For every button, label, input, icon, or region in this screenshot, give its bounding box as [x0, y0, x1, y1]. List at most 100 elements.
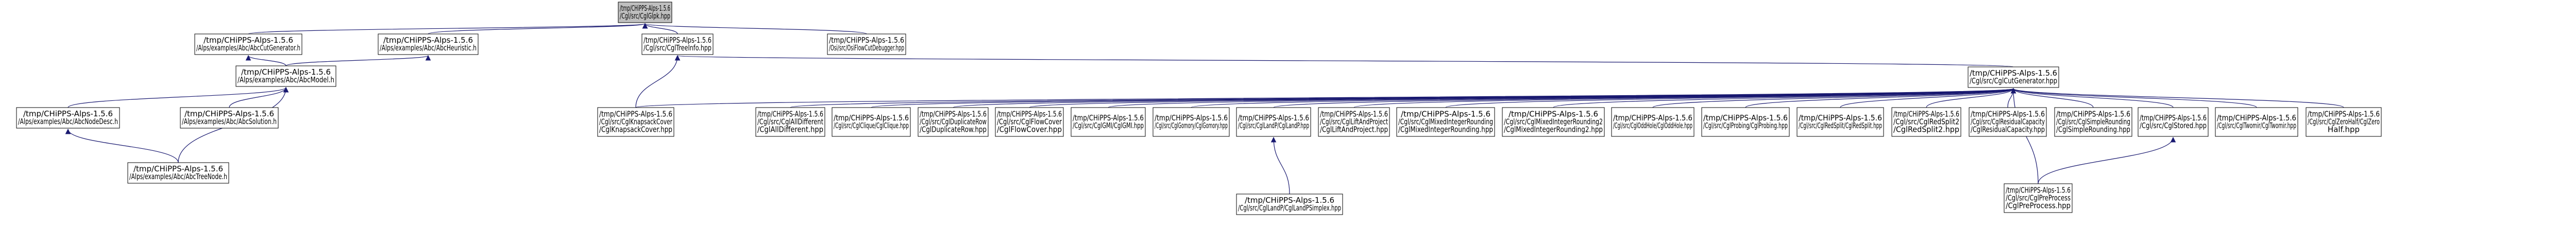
node-label-line: /Cgl/src/CglGomory/CglGomory.hpp	[1155, 121, 1228, 130]
node-cglflowcover[interactable]: /tmp/CHiPPS-Alps-1.5.6/Cgl/src/CglFlowCo…	[995, 107, 1064, 137]
node-cglredsplit2[interactable]: /tmp/CHiPPS-Alps-1.5.6/Cgl/src/CglRedSpl…	[1891, 107, 1961, 137]
node-label-line: /tmp/CHiPPS-Alps-1.5.6	[1401, 110, 1490, 119]
node-label-line: /Cgl/src/CglStored.hpp	[2140, 121, 2207, 130]
edge-abcmodel-to-abcheuristic	[285, 55, 431, 66]
node-cglmixed[interactable]: /tmp/CHiPPS-Alps-1.5.6/Cgl/src/CglMixedI…	[1396, 107, 1495, 137]
node-label-line: /Cgl/src/CglCutGenerator.hpp	[1970, 76, 2057, 85]
node-box	[1701, 107, 1790, 137]
node-abcmodel[interactable]: /tmp/CHiPPS-Alps-1.5.6/Alps/examples/Abc…	[235, 65, 336, 87]
node-box	[378, 33, 479, 55]
edge-cglpreprocess-to-cglstored	[2038, 136, 2176, 184]
node-box	[1396, 107, 1495, 137]
node-cglcutgen[interactable]: /tmp/CHiPPS-Alps-1.5.6/Cgl/src/CglCutGen…	[1968, 66, 2059, 88]
node-label-line: /tmp/CHiPPS-Alps-1.5.6	[829, 36, 904, 45]
edges-layer	[65, 23, 2344, 195]
node-box	[1891, 107, 1961, 137]
node-box	[16, 107, 120, 129]
node-cglallddiff[interactable]: /tmp/CHiPPS-Alps-1.5.6/Cgl/src/CglAllDif…	[755, 107, 825, 137]
node-label-line: /Cgl/src/CglRedSplit/CglRedSplit.hpp	[1799, 121, 1882, 130]
node-cglprobing[interactable]: /tmp/CHiPPS-Alps-1.5.6/Cgl/src/CglProbin…	[1701, 107, 1790, 137]
node-label-line: /tmp/CHiPPS-Alps-1.5.6	[997, 110, 1062, 119]
node-label-line: /Cgl/src/CglLandP/CglLandP.hpp	[1238, 121, 1309, 130]
node-box	[180, 107, 279, 129]
node-label-line: /tmp/CHiPPS-Alps-1.5.6	[1799, 113, 1882, 122]
node-box	[1502, 107, 1605, 137]
node-label-line: /tmp/CHiPPS-Alps-1.5.6	[1073, 113, 1144, 122]
node-abcheuristic[interactable]: /tmp/CHiPPS-Alps-1.5.6/Alps/examples/Abc…	[378, 33, 479, 55]
node-label-line: /Cgl/src/CglTreeInfo.hpp	[643, 43, 711, 52]
node-label-line: /tmp/CHiPPS-Alps-1.5.6	[184, 109, 274, 118]
node-label-line: /Cgl/src/CglClique/CglClique.hpp	[834, 121, 909, 130]
node-box	[1318, 107, 1390, 137]
node-label-line: /tmp/CHiPPS-Alps-1.5.6	[1245, 196, 1334, 205]
node-label-line: /CglFlowCover.hpp	[997, 125, 1062, 134]
node-label-line: /tmp/CHiPPS-Alps-1.5.6	[620, 4, 670, 13]
nodes-layer: /tmp/CHiPPS-Alps-1.5.6/Cgl/src/CglGlpk.h…	[16, 2, 2382, 215]
node-label-line: /tmp/CHiPPS-Alps-1.5.6	[2056, 110, 2130, 119]
node-box	[597, 107, 674, 137]
node-cglredsplit[interactable]: /tmp/CHiPPS-Alps-1.5.6/Cgl/src/CglRedSpl…	[1797, 107, 1884, 137]
node-label-line: /Cgl/src/CglOddHole/CglOddHole.hpp	[1613, 121, 1692, 130]
node-cgllift[interactable]: /tmp/CHiPPS-Alps-1.5.6/Cgl/src/CglLiftAn…	[1318, 107, 1390, 137]
node-label-line: /Cgl/src/CglLiftAndProject	[1320, 117, 1388, 127]
node-abctreenode[interactable]: /tmp/CHiPPS-Alps-1.5.6/Alps/examples/Abc…	[127, 162, 229, 184]
edge-cglsimple-to-cglcutgen	[2010, 87, 2094, 108]
node-label-line: /tmp/CHiPPS-Alps-1.5.6	[1703, 113, 1788, 122]
node-label-line: /tmp/CHiPPS-Alps-1.5.6	[1970, 68, 2057, 78]
node-osiflowcut[interactable]: /tmp/CHiPPS-Alps-1.5.6/Osi/src/OsiFlowCu…	[827, 33, 906, 55]
edge-cglprobing-to-cglcutgen	[1745, 87, 2016, 108]
edge-abcheuristic-to-root	[428, 23, 648, 34]
node-cgllandp[interactable]: /tmp/CHiPPS-Alps-1.5.6/Cgl/src/CglLandP/…	[1236, 107, 1311, 137]
edge-cgloddhole-to-cglcutgen	[1652, 87, 2016, 108]
node-cglsimple[interactable]: /tmp/CHiPPS-Alps-1.5.6/Cgl/src/CglSimple…	[2054, 107, 2132, 137]
node-label-line: /Cgl/src/CglGlpk.hpp	[620, 11, 670, 21]
node-label-line: /Cgl/src/CglLandP/CglLandPSimplex.hpp	[1238, 203, 1341, 213]
node-label-line: /Alps/examples/Abc/AbcModel.h	[238, 75, 334, 84]
node-abccutgen[interactable]: /tmp/CHiPPS-Alps-1.5.6/Alps/examples/Abc…	[194, 33, 302, 55]
node-box	[755, 107, 825, 137]
node-cglclique[interactable]: /tmp/CHiPPS-Alps-1.5.6/Cgl/src/CglClique…	[832, 107, 911, 137]
node-label-line: /CglMixedIntegerRounding2.hpp	[1504, 125, 1603, 134]
node-label-line: /Cgl/src/CglRedSplit2	[1893, 117, 1959, 127]
node-label-line: /CglSimpleRounding.hpp	[2056, 125, 2130, 134]
node-cglgmi[interactable]: /tmp/CHiPPS-Alps-1.5.6/Cgl/src/CglGMI/Cg…	[1071, 107, 1146, 137]
node-cglstored[interactable]: /tmp/CHiPPS-Alps-1.5.6/Cgl/src/CglStored…	[2138, 107, 2209, 137]
node-cglknapsack[interactable]: /tmp/CHiPPS-Alps-1.5.6/Cgl/src/CglKnapsa…	[597, 107, 674, 137]
edge-cglzero-to-cglcutgen	[2010, 87, 2344, 108]
node-box	[827, 33, 906, 55]
node-label-line: /tmp/CHiPPS-Alps-1.5.6	[2308, 110, 2380, 119]
node-cgltreeinfo[interactable]: /tmp/CHiPPS-Alps-1.5.6/Cgl/src/CglTreeIn…	[641, 33, 714, 55]
node-label-line: /Cgl/src/CglPreProcess	[2006, 194, 2071, 203]
node-label-line: /CglPreProcess.hpp	[2006, 201, 2071, 211]
node-abcnodedesc[interactable]: /tmp/CHiPPS-Alps-1.5.6/Alps/examples/Abc…	[16, 107, 120, 129]
node-box	[1153, 107, 1230, 137]
node-abcsolution[interactable]: /tmp/CHiPPS-Alps-1.5.6/Alps/examples/Abc…	[180, 107, 279, 129]
node-cglresidual[interactable]: /tmp/CHiPPS-Alps-1.5.6/Cgl/src/CglResidu…	[1969, 107, 2047, 137]
node-cgllandpsimplex[interactable]: /tmp/CHiPPS-Alps-1.5.6/Cgl/src/CglLandP/…	[1236, 194, 1343, 215]
node-cglzero[interactable]: /tmp/CHiPPS-Alps-1.5.6/Cgl/src/CglZeroHa…	[2306, 107, 2382, 137]
node-cglpreprocess[interactable]: /tmp/CHiPPS-Alps-1.5.6/Cgl/src/CglPrePro…	[2004, 183, 2073, 213]
node-cglduplicate[interactable]: /tmp/CHiPPS-Alps-1.5.6/Cgl/src/CglDuplic…	[918, 107, 989, 137]
node-cgloddhole[interactable]: /tmp/CHiPPS-Alps-1.5.6/Cgl/src/CglOddHol…	[1611, 107, 1694, 137]
node-label-line: /Osi/src/OsiFlowCutDebugger.hpp	[829, 43, 904, 52]
node-box	[1236, 107, 1311, 137]
node-cgltwomir[interactable]: /tmp/CHiPPS-Alps-1.5.6/Cgl/src/CglTwomir…	[2215, 107, 2298, 137]
node-cglgomory[interactable]: /tmp/CHiPPS-Alps-1.5.6/Cgl/src/CglGomory…	[1153, 107, 1230, 137]
node-label-line: /Alps/examples/Abc/AbcCutGenerator.h	[196, 43, 300, 52]
edge-cgltwomir-to-cglcutgen	[2010, 87, 2257, 108]
node-cglmixed2[interactable]: /tmp/CHiPPS-Alps-1.5.6/Cgl/src/CglMixedI…	[1502, 107, 1605, 137]
node-label-line: /Cgl/src/CglGMI/CglGMI.hpp	[1073, 121, 1144, 130]
node-label-line: /Cgl/src/CglFlowCover	[997, 117, 1062, 127]
node-box	[2138, 107, 2209, 137]
node-label-line: /Cgl/src/CglDuplicateRow	[920, 117, 987, 127]
node-box	[2215, 107, 2298, 137]
edge-osiflowcut-to-root	[642, 23, 867, 34]
node-box	[1969, 107, 2047, 137]
node-label-line: /Alps/examples/Abc/AbcTreeNode.h	[129, 172, 227, 181]
edge-abctreenode-to-abcnodedesc	[65, 128, 179, 163]
node-label-line: /tmp/CHiPPS-Alps-1.5.6	[599, 110, 672, 119]
node-label-line: /Cgl/src/CglSimpleRounding	[2056, 117, 2130, 127]
edge-cglstored-to-cglcutgen	[2010, 87, 2174, 108]
edge-cglcutgen-to-cgltreeinfo	[676, 55, 2014, 67]
node-label-line: Half.hpp	[2328, 125, 2360, 134]
